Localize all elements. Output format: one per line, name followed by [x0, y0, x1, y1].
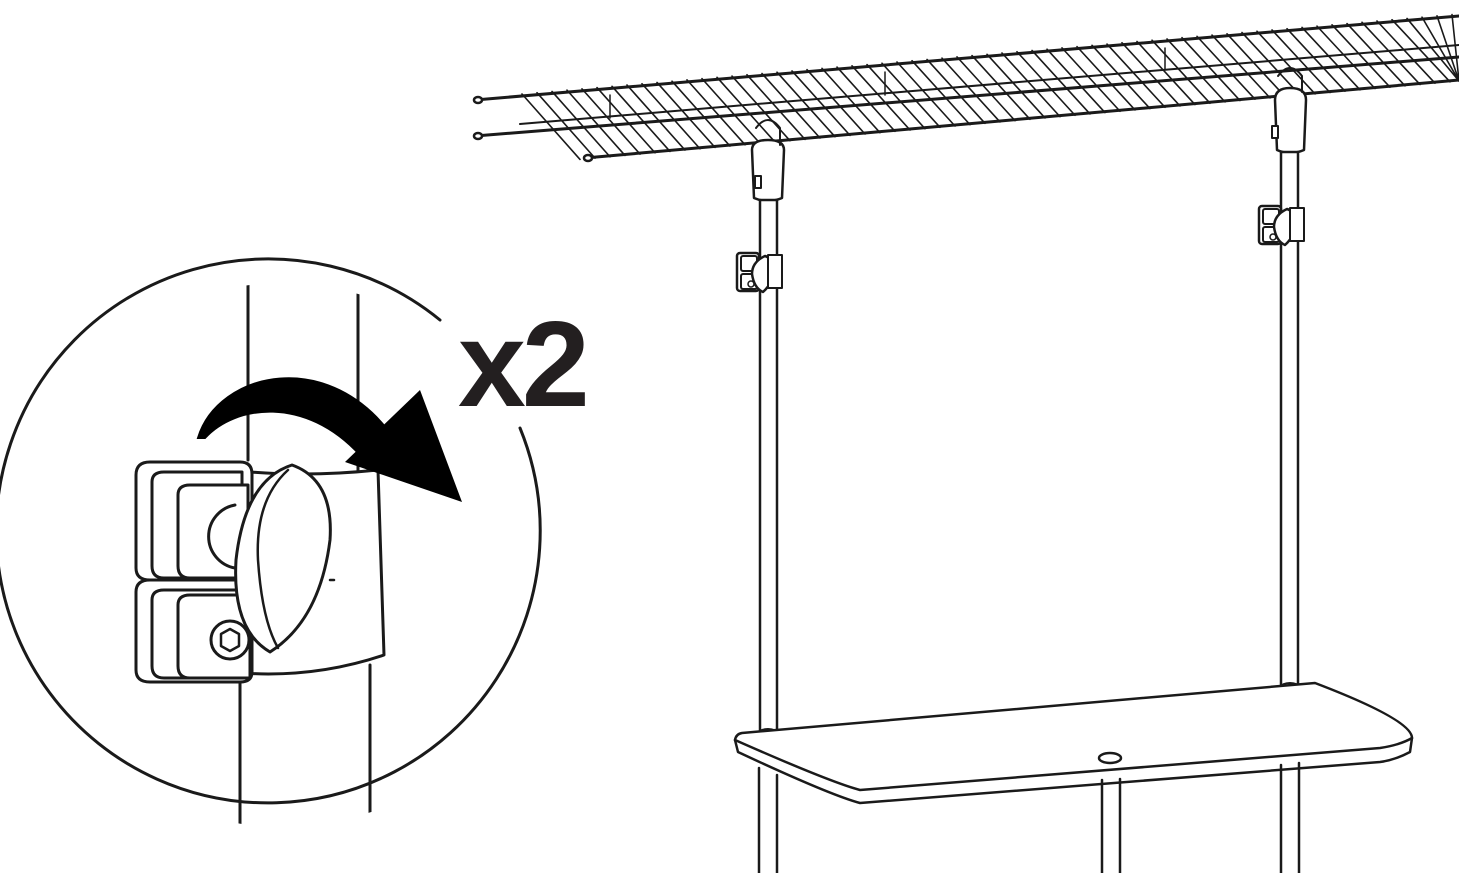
shelf-wire [806, 68, 866, 135]
rotate-arrow-icon [196, 377, 462, 502]
shelf-assembly [472, 13, 1459, 873]
grommet-hole [1097, 751, 1123, 765]
shelf-wire [596, 86, 656, 154]
shelf-wire [956, 56, 1016, 122]
shelf-wire [626, 84, 686, 151]
shelf-wire [776, 71, 836, 138]
shelf-wire [1286, 27, 1346, 92]
shelf-wire [926, 58, 986, 125]
shelf-wire [1106, 43, 1166, 109]
shelf-wire [986, 53, 1046, 119]
shelf-cross-wires [521, 13, 1459, 161]
shelf-wire [581, 88, 641, 155]
shelf-wire [1211, 34, 1271, 99]
shelf-wire [701, 77, 761, 145]
shelf-wire [1001, 52, 1061, 118]
shelf-wire [1136, 40, 1196, 106]
shelf-wire [1376, 20, 1436, 84]
shelf-wire [641, 82, 701, 150]
shelf-wire [1166, 38, 1226, 103]
shelf-wire [746, 73, 806, 141]
shelf-wire [896, 61, 956, 127]
shelf-wire [1391, 18, 1451, 83]
shelf-wire [761, 72, 821, 139]
left-pole-clamp [735, 251, 783, 294]
shelf-wire [1091, 44, 1151, 110]
shelf-wire [1331, 24, 1391, 88]
right-pole [1257, 67, 1308, 692]
shelf-wire [1226, 33, 1286, 98]
shelf-wire [611, 85, 671, 153]
shelf-wire [851, 65, 911, 131]
detail-callout: x2 [0, 257, 590, 827]
thumb-knob [234, 463, 332, 654]
shelf-wire [521, 93, 581, 161]
shelf-wire [716, 76, 776, 143]
shelf-wire [1181, 36, 1241, 102]
shelf-wire [1076, 45, 1136, 111]
left-pole [735, 119, 786, 738]
shelf-wire [1361, 21, 1421, 86]
shelf-wire [671, 80, 731, 147]
shelf-wire [536, 91, 596, 159]
shelf-wire [686, 79, 746, 146]
shelf-wire [971, 54, 1031, 121]
shelf-wire [566, 89, 626, 157]
detail-circle-outline [0, 257, 542, 805]
shelf-wire [881, 62, 941, 129]
hex-screw [209, 619, 251, 661]
shelf-wire [1316, 25, 1376, 90]
shelf-wire [1061, 47, 1121, 113]
right-pole-clamp [1257, 204, 1305, 247]
shelf-wire [1196, 35, 1256, 101]
lower-legs [757, 761, 1301, 873]
shelf-wire [1451, 13, 1459, 82]
shelf-wire [1241, 31, 1301, 96]
shelf-wire [941, 57, 1001, 123]
shelf-wire [1256, 30, 1316, 95]
wire-shelf [472, 13, 1459, 163]
shelf-wire [551, 90, 611, 158]
shelf-wire [1346, 22, 1406, 87]
shelf-wire [791, 70, 851, 137]
shelf-wire [821, 67, 881, 134]
shelf-wire [1121, 41, 1181, 107]
shelf-wire [1436, 15, 1459, 82]
shelf-wire [1301, 26, 1361, 91]
shelf-wire [656, 81, 716, 149]
shelf-wire [1421, 16, 1459, 82]
desk-top [733, 681, 1414, 805]
shelf-wire [911, 59, 971, 126]
shelf-wire [1406, 17, 1459, 82]
shelf-wire [731, 75, 791, 142]
shelf-wire [1046, 48, 1106, 114]
shelf-wire [836, 66, 896, 133]
shelf-wire [1016, 50, 1076, 117]
quantity-multiplier: x2 [458, 296, 586, 432]
shelf-wire [1151, 39, 1211, 105]
shelf-wire [866, 63, 926, 130]
shelf-wire [1031, 49, 1091, 115]
shelf-wire [1271, 29, 1331, 94]
